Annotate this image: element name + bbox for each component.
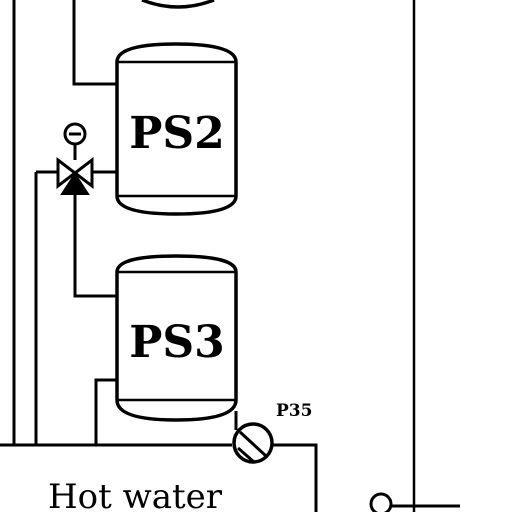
circulation-pump-icon bbox=[232, 422, 274, 464]
valve-actuator-icon bbox=[63, 122, 87, 146]
ps3-outlet-pipe bbox=[94, 378, 117, 445]
three-way-valve-icon bbox=[56, 156, 94, 195]
pipe-connector-icon bbox=[369, 492, 393, 512]
ps2-inlet-pipe bbox=[72, 0, 117, 86]
hot-water-label: Hot water bbox=[48, 477, 223, 512]
tank-ps3: PS3 bbox=[115, 254, 238, 422]
tank-ps2: PS2 bbox=[115, 42, 238, 216]
tank-ps2-label: PS2 bbox=[129, 108, 224, 159]
pump-discharge-pipe bbox=[270, 443, 318, 512]
pump-p35-label: P35 bbox=[276, 401, 312, 421]
tank-ps3-label: PS3 bbox=[129, 317, 224, 368]
hot-water-box: Hot water bbox=[0, 443, 223, 512]
valve-ps3-pipe bbox=[73, 186, 117, 298]
ps1-tank-bottom bbox=[141, 0, 215, 9]
